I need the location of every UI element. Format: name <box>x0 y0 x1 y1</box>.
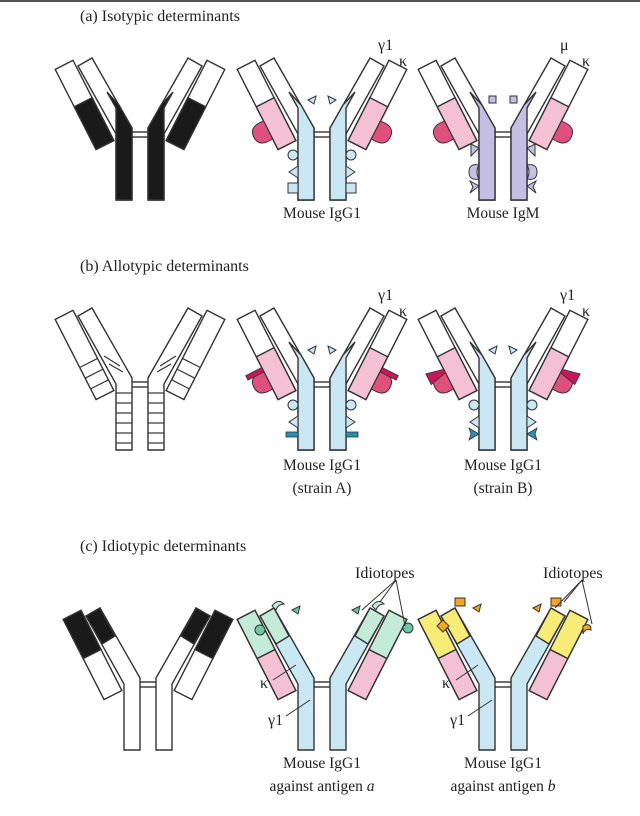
label-c-right-heavy: γ1 <box>449 712 465 729</box>
caption-c-right-antigen: b <box>547 778 556 795</box>
caption-c-right-text: against antigen <box>450 778 544 795</box>
antibody-a2-igg1 <box>236 57 408 201</box>
label-a-right-heavy: μ <box>560 37 569 54</box>
antibody-c3-antigen-b <box>417 597 592 751</box>
caption-c-mid-antigen: a <box>366 778 375 795</box>
chain-leader-lines <box>272 664 493 717</box>
section-a-title: (a) Isotypic determinants <box>80 8 240 25</box>
label-c-right-light: κ <box>442 675 450 692</box>
label-c-idiotopes-right: Idiotopes <box>543 565 603 582</box>
label-b-right-light: κ <box>582 303 590 320</box>
antibody-b3-strain-b <box>417 307 589 451</box>
caption-b-mid-line1: Mouse IgG1 <box>283 457 361 474</box>
caption-c-mid-line1: Mouse IgG1 <box>283 755 361 772</box>
label-b-right-heavy: γ1 <box>559 287 575 304</box>
label-a-mid-heavy: γ1 <box>377 37 393 54</box>
antibody-b1-generic <box>54 307 226 451</box>
caption-a-right: Mouse IgM <box>466 205 540 222</box>
caption-c-right-line1: Mouse IgG1 <box>464 755 542 772</box>
section-b-title: (b) Allotypic determinants <box>80 258 249 275</box>
label-b-mid-light: κ <box>399 303 407 320</box>
antibody-c2-antigen-a <box>236 600 414 751</box>
caption-b-mid-line2: (strain A) <box>292 480 352 497</box>
top-border <box>0 0 640 2</box>
label-c-mid-light: κ <box>260 675 268 692</box>
caption-c-mid-text: against antigen <box>269 778 363 795</box>
caption-a-mid: Mouse IgG1 <box>283 205 361 222</box>
antibody-a1-generic <box>54 57 226 201</box>
antibody-b2-strain-a <box>236 307 408 451</box>
section-c-title: (c) Idiotypic determinants <box>80 538 247 555</box>
caption-b-right-line1: Mouse IgG1 <box>464 457 542 474</box>
antibody-a3-igm <box>417 57 589 201</box>
caption-b-right-line2: (strain B) <box>473 480 533 497</box>
antibody-c1-generic <box>62 607 234 751</box>
label-c-mid-heavy: γ1 <box>267 712 283 729</box>
label-a-right-light: κ <box>582 53 590 70</box>
label-c-idiotopes-mid: Idiotopes <box>355 565 415 582</box>
caption-c-right-line2: against antigen b <box>403 776 603 798</box>
label-b-mid-heavy: γ1 <box>377 287 393 304</box>
idiotope-pointers <box>361 579 593 627</box>
caption-c-mid-line2: against antigen a <box>222 776 422 798</box>
label-a-mid-light: κ <box>399 53 407 70</box>
